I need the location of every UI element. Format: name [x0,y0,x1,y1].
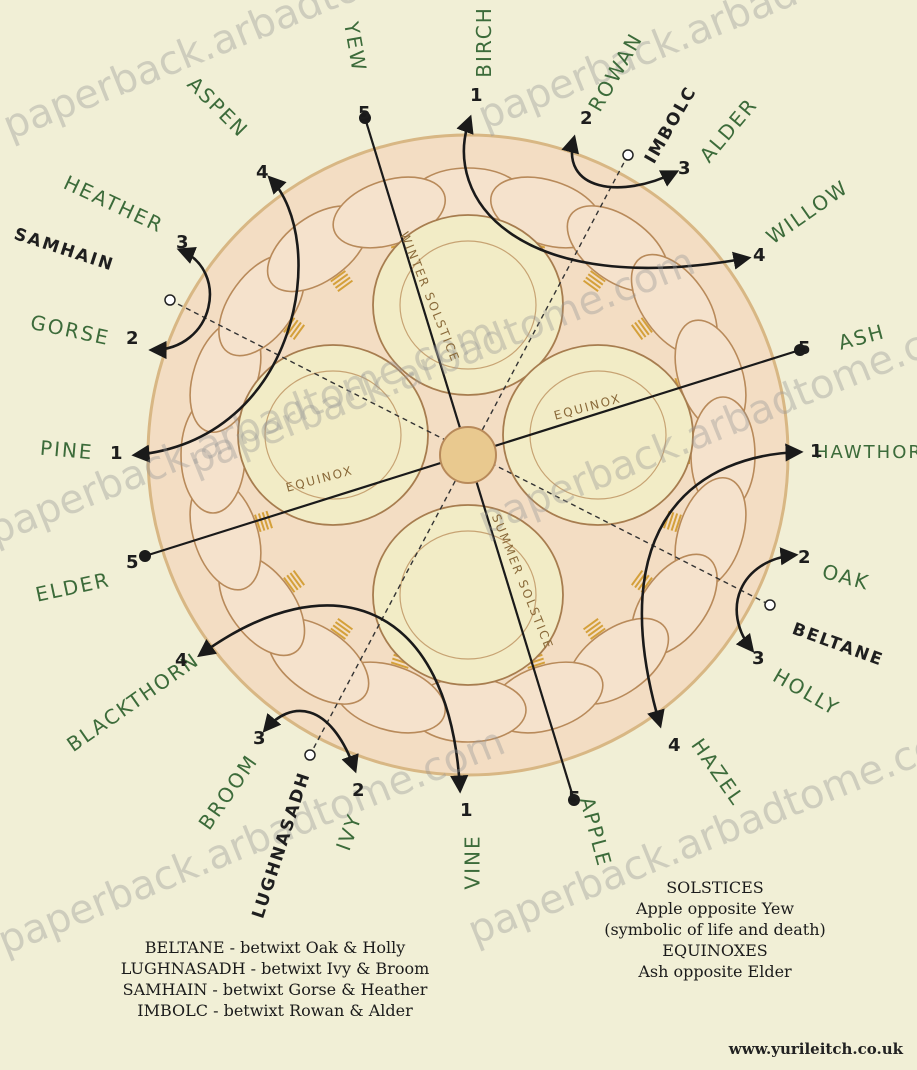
num-willow: 4 [753,245,766,266]
num-blackthorn: 4 [175,650,188,671]
wheel-center [440,427,496,483]
num-ash: 5 [798,338,811,359]
elder-dot [139,550,151,562]
note-beltane: BELTANE - betwixt Oak & Holly [40,937,510,958]
num-holly: 3 [752,648,765,669]
note-apple-yew: Apple opposite Yew [540,898,890,919]
tree-hawthorn: HAWTHORN [815,442,917,463]
num-birch: 1 [470,85,483,106]
num-yew: 5 [358,103,371,124]
num-gorse: 2 [126,328,139,349]
note-ash-elder: Ash opposite Elder [540,961,890,982]
festival-marker [165,295,175,305]
num-hazel: 4 [668,735,681,756]
num-ivy: 2 [352,780,365,801]
note-samhain: SAMHAIN - betwixt Gorse & Heather [40,979,510,1000]
note-life-death: (symbolic of life and death) [540,919,890,940]
num-hawthorn: 1 [810,441,823,462]
tree-birch: BIRCH [472,6,496,78]
num-alder: 3 [678,158,691,179]
festival-notes: BELTANE - betwixt Oak & Holly LUGHNASADH… [40,937,510,1021]
num-apple: 5 [568,788,581,809]
num-rowan: 2 [580,108,593,129]
num-oak: 2 [798,547,811,568]
festival-marker [765,600,775,610]
num-heather: 3 [176,232,189,253]
num-broom: 3 [253,728,266,749]
note-imbolc: IMBOLC - betwixt Rowan & Alder [40,1000,510,1021]
note-lughnasadh: LUGHNASADH - betwixt Ivy & Broom [40,958,510,979]
num-vine: 1 [460,800,473,821]
solstice-notes: SOLSTICES Apple opposite Yew (symbolic o… [540,877,890,982]
num-pine: 1 [110,443,123,464]
tree-vine: VINE [461,834,485,889]
festival-marker [305,750,315,760]
note-equinoxes: EQUINOXES [540,940,890,961]
website-credit: www.yurileitch.co.uk [729,1040,903,1058]
note-solstices: SOLSTICES [540,877,890,898]
num-aspen: 4 [256,162,269,183]
festival-marker [623,150,633,160]
tree-pine: PINE [39,436,94,465]
num-elder: 5 [126,552,139,573]
